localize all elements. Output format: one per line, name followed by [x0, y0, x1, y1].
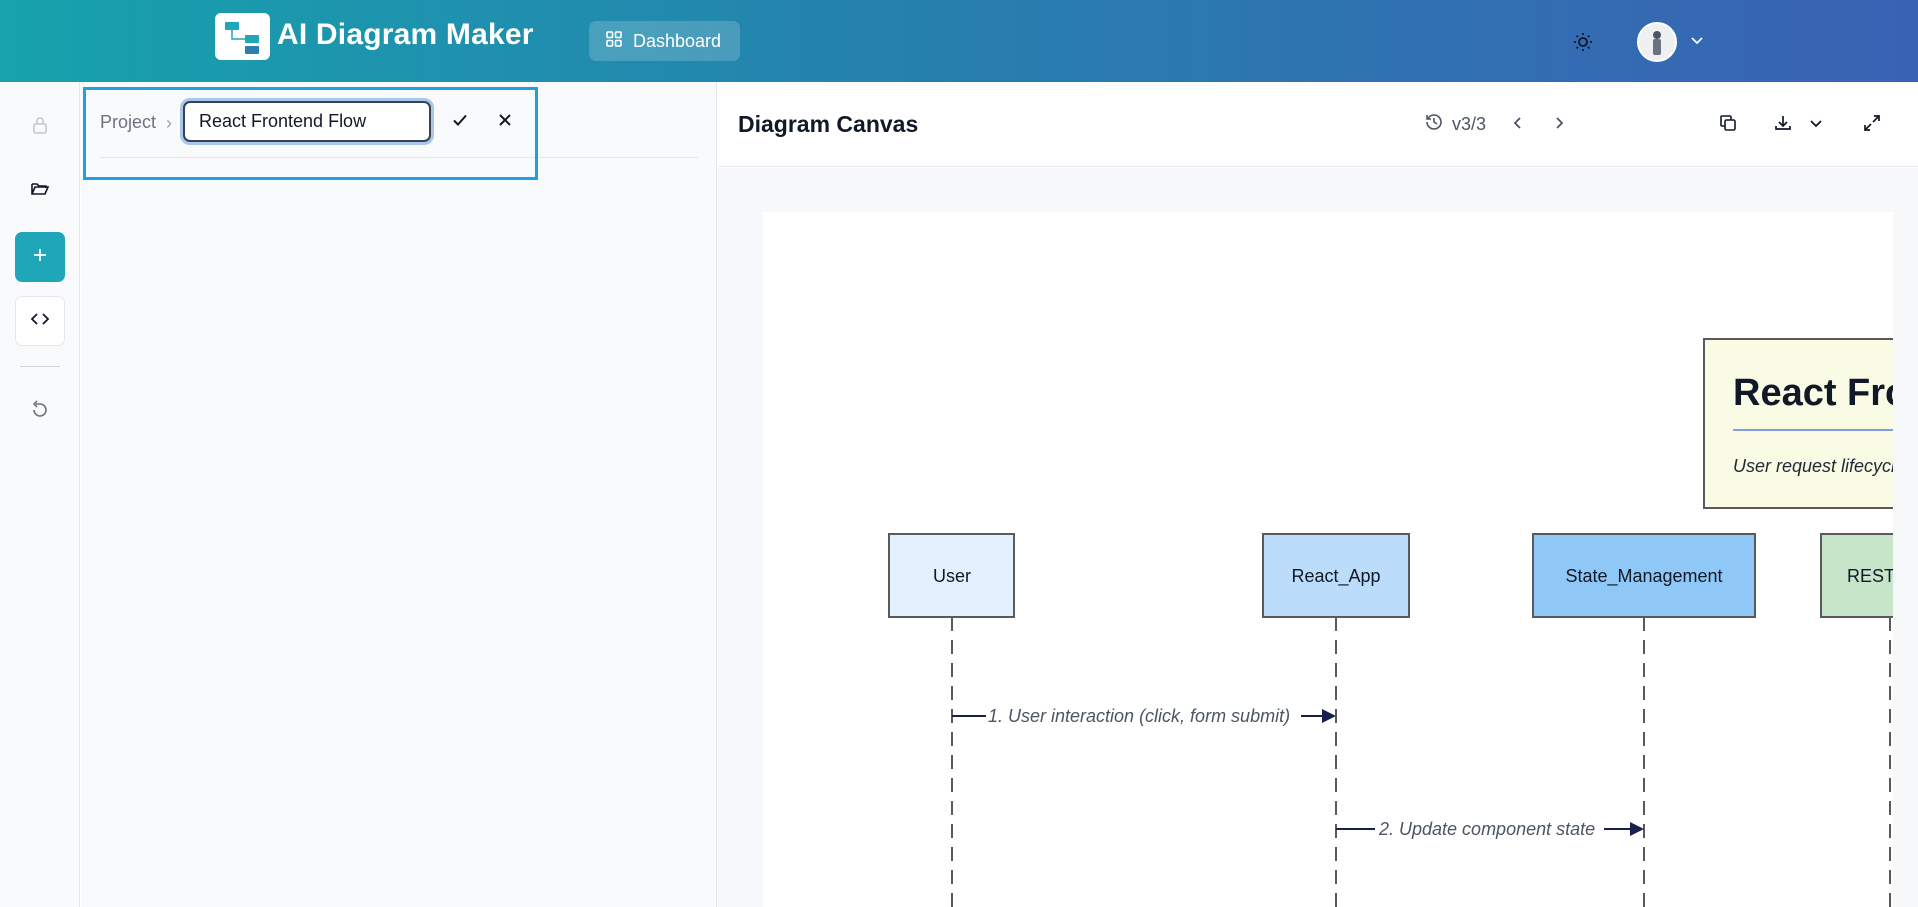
fullscreen-button[interactable]: [1857, 110, 1887, 140]
history-icon: [1424, 112, 1444, 137]
open-folder-button[interactable]: [15, 166, 65, 216]
participant-state-management-box: [1532, 533, 1756, 618]
user-avatar[interactable]: [1637, 22, 1677, 62]
theme-toggle-sun-icon[interactable]: [1571, 30, 1595, 54]
canvas-title: Diagram Canvas: [738, 111, 919, 137]
participant-rest-box: [1820, 533, 1893, 618]
dashboard-button[interactable]: Dashboard: [589, 21, 740, 61]
avatar-chevron-down-icon[interactable]: [1689, 32, 1705, 48]
code-view-button[interactable]: [15, 296, 65, 346]
note-title: React Fro: [1733, 372, 1908, 414]
check-icon: [451, 111, 469, 134]
cancel-rename-button[interactable]: [490, 107, 520, 137]
project-panel: [81, 82, 717, 907]
title-note: [1703, 338, 1893, 509]
version-label: v3/3: [1452, 114, 1487, 134]
participant-state-management: State_Management: [1565, 566, 1722, 587]
dashboard-label: Dashboard: [633, 30, 722, 51]
copy-icon: [1718, 113, 1738, 138]
breadcrumb-separator: ›: [166, 113, 172, 133]
message-2-label: 2. Update component state: [1378, 819, 1595, 839]
chevron-down-icon: [1808, 115, 1824, 136]
new-diagram-button[interactable]: [15, 232, 65, 282]
lock-icon: [30, 115, 50, 140]
chevron-right-icon: [1551, 115, 1567, 136]
download-options-button[interactable]: [1801, 110, 1831, 140]
panel-divider: [100, 157, 698, 158]
close-icon: [496, 111, 514, 134]
message-1-arrowhead: [1322, 709, 1336, 723]
undo-icon: [30, 399, 50, 425]
top-header: AI Diagram Maker Dashboard: [0, 0, 1918, 82]
note-subtitle: User request lifecycl: [1733, 456, 1896, 476]
participant-user-box: [888, 533, 1015, 618]
participant-react-app: React_App: [1291, 566, 1380, 587]
participant-react-app-box: [1262, 533, 1410, 618]
history-reset-button[interactable]: [15, 387, 65, 437]
chevron-left-icon: [1510, 115, 1526, 136]
previous-version-button[interactable]: [1503, 110, 1533, 140]
plus-icon: [30, 245, 50, 270]
canvas-toolbar: [718, 82, 1918, 167]
grid-icon: [605, 30, 623, 53]
app-title: AI Diagram Maker: [277, 18, 534, 51]
next-version-button[interactable]: [1544, 110, 1574, 140]
message-1-label: 1. User interaction (click, form submit): [988, 706, 1290, 726]
folder-open-icon: [30, 179, 50, 204]
download-icon: [1773, 113, 1793, 138]
download-button[interactable]: [1768, 110, 1798, 140]
project-name-input[interactable]: [183, 101, 431, 142]
message-2-arrowhead: [1630, 822, 1644, 836]
code-icon: [29, 309, 51, 334]
confirm-rename-button[interactable]: [445, 107, 475, 137]
app-logo-icon[interactable]: [215, 13, 270, 60]
left-rail: [0, 82, 80, 907]
participant-user: User: [933, 566, 971, 586]
copy-button[interactable]: [1713, 110, 1743, 140]
lock-button[interactable]: [15, 102, 65, 152]
breadcrumb-project[interactable]: Project: [100, 112, 157, 132]
rail-divider: [20, 366, 60, 367]
expand-icon: [1862, 113, 1882, 138]
rename-highlight: [83, 87, 538, 180]
participant-rest: REST_: [1847, 566, 1906, 587]
version-indicator[interactable]: v3/3: [1424, 112, 1486, 137]
